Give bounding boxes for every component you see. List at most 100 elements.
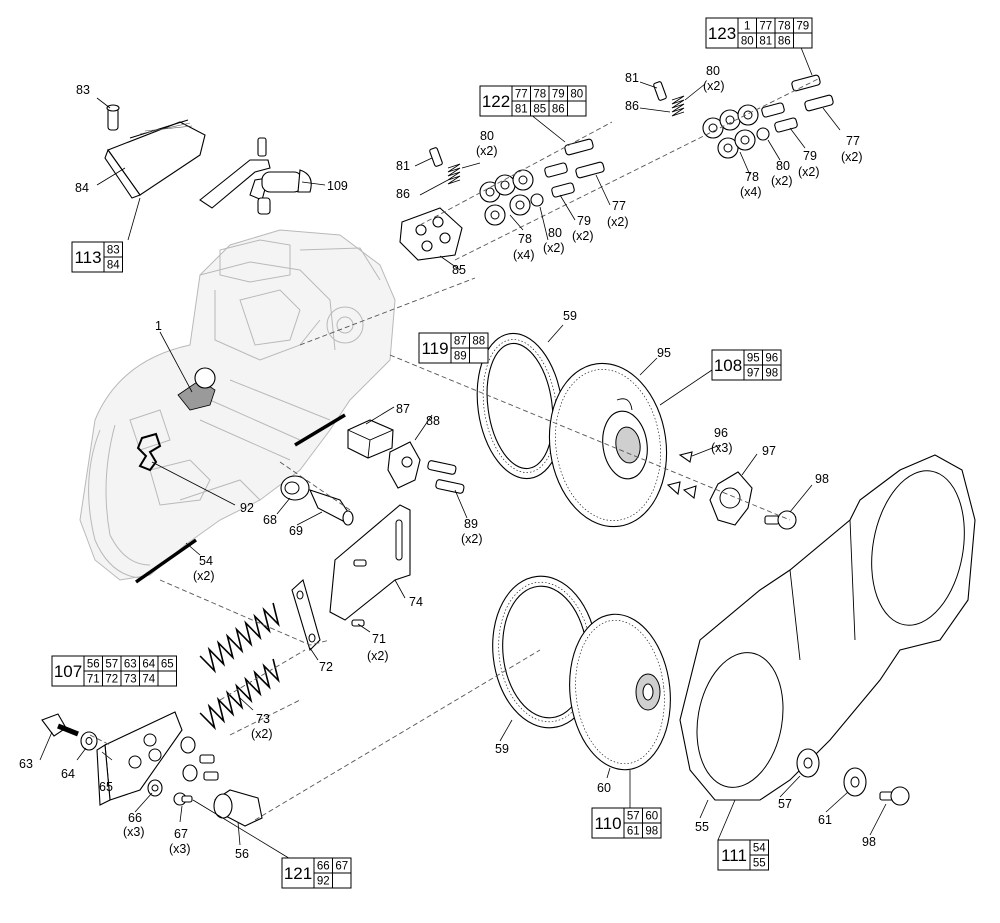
callout-96: 96 [714,426,728,440]
kit-item: 86 [552,104,565,116]
kit-item: 60 [645,811,658,823]
part-56-nut [213,789,263,827]
kit-item: 77 [515,89,528,101]
callout-89-qty: (x2) [461,532,483,546]
callout-80d: 80 [776,159,790,173]
callout-81b: 81 [625,71,639,85]
part-55-belt-guard [679,454,976,801]
part-81b-pin [653,81,667,101]
kit-item: 92 [317,876,330,888]
kit-item: 64 [142,659,155,671]
part-88-clamp [387,441,421,489]
callout-97: 97 [762,444,776,458]
callout-79b-qty: (x2) [798,165,820,179]
callout-69: 69 [289,524,303,538]
callout-59b: 59 [495,742,509,756]
kit-id: 108 [714,356,742,375]
part-71-pins [351,559,367,627]
kit-id: 113 [74,248,101,267]
callout-54: 54 [199,554,213,568]
callout-81a: 81 [396,159,410,173]
part-79b-bolts [761,102,798,133]
callout-64: 64 [61,767,75,781]
kit-id: 111 [721,846,747,865]
kit-item: 95 [747,353,760,365]
part-77b-bolts [791,74,834,112]
kit-id: 122 [482,92,510,111]
callout-86a: 86 [396,187,410,201]
part-79a-bolts [544,162,575,198]
part-97-retainer [709,471,753,526]
callout-80c: 80 [706,64,720,78]
part-65-plate [96,711,183,806]
callout-78a-qty: (x4) [513,248,535,262]
callout-96-qty: (x3) [711,441,733,455]
callout-63: 63 [19,757,33,771]
part-86b-spring [671,95,685,117]
kit-item: 78 [533,89,546,101]
callout-83: 83 [76,83,90,97]
part-83-screw [106,104,120,131]
kit-id: 110 [594,814,621,833]
kit-id: 107 [54,662,82,681]
kit-item: 84 [107,260,120,272]
callout-78b: 78 [745,170,759,184]
callout-57: 57 [778,797,792,811]
callout-66-qty: (x3) [123,825,145,839]
callout-59a: 59 [563,309,577,323]
part-72-plate [291,578,321,652]
callout-73: 73 [256,712,270,726]
callout-60: 60 [597,781,611,795]
kit-item: 71 [87,674,100,686]
part-63-bolt [41,713,79,737]
part-98a-screw [764,510,797,530]
callout-77a: 77 [612,199,626,213]
callout-71: 71 [372,632,386,646]
callout-55: 55 [695,820,709,834]
part-57-washer [796,748,820,778]
callout-80a: 80 [480,129,494,143]
callout-66: 66 [128,811,142,825]
kit-item: 54 [753,843,766,855]
kit-item: 55 [753,858,766,870]
part-109-hose [199,137,312,215]
kit-item: 86 [778,36,791,48]
part-60-pulley [569,613,671,771]
callout-84: 84 [75,181,89,195]
callout-79b: 79 [803,149,817,163]
callout-56: 56 [235,847,249,861]
kit-item: 97 [747,368,760,380]
part-69-shaft [308,489,354,526]
callout-61: 61 [818,813,832,827]
kit-item: 61 [627,826,640,838]
part-81a-pin [429,147,443,167]
part-66-washers [147,736,198,797]
part-64-washer [80,731,98,751]
callout-89: 89 [464,517,478,531]
callout-74: 74 [409,595,423,609]
callout-68: 68 [263,513,277,527]
part-77a-bolts [564,138,605,179]
kit-item: 66 [317,861,330,873]
callout-67-qty: (x3) [169,842,191,856]
kit-item: 81 [759,36,772,48]
callout-80a-qty: (x2) [476,144,498,158]
callout-67: 67 [174,827,188,841]
part-92-bracket [136,432,162,472]
kit-item: 80 [570,89,583,101]
callout-88: 88 [426,414,440,428]
callout-85: 85 [452,263,466,277]
kit-item: 74 [142,674,155,686]
part-98b-screw [879,786,910,806]
kit-id: 123 [708,24,736,43]
kit-box-111: 111 54 55 [717,839,769,871]
